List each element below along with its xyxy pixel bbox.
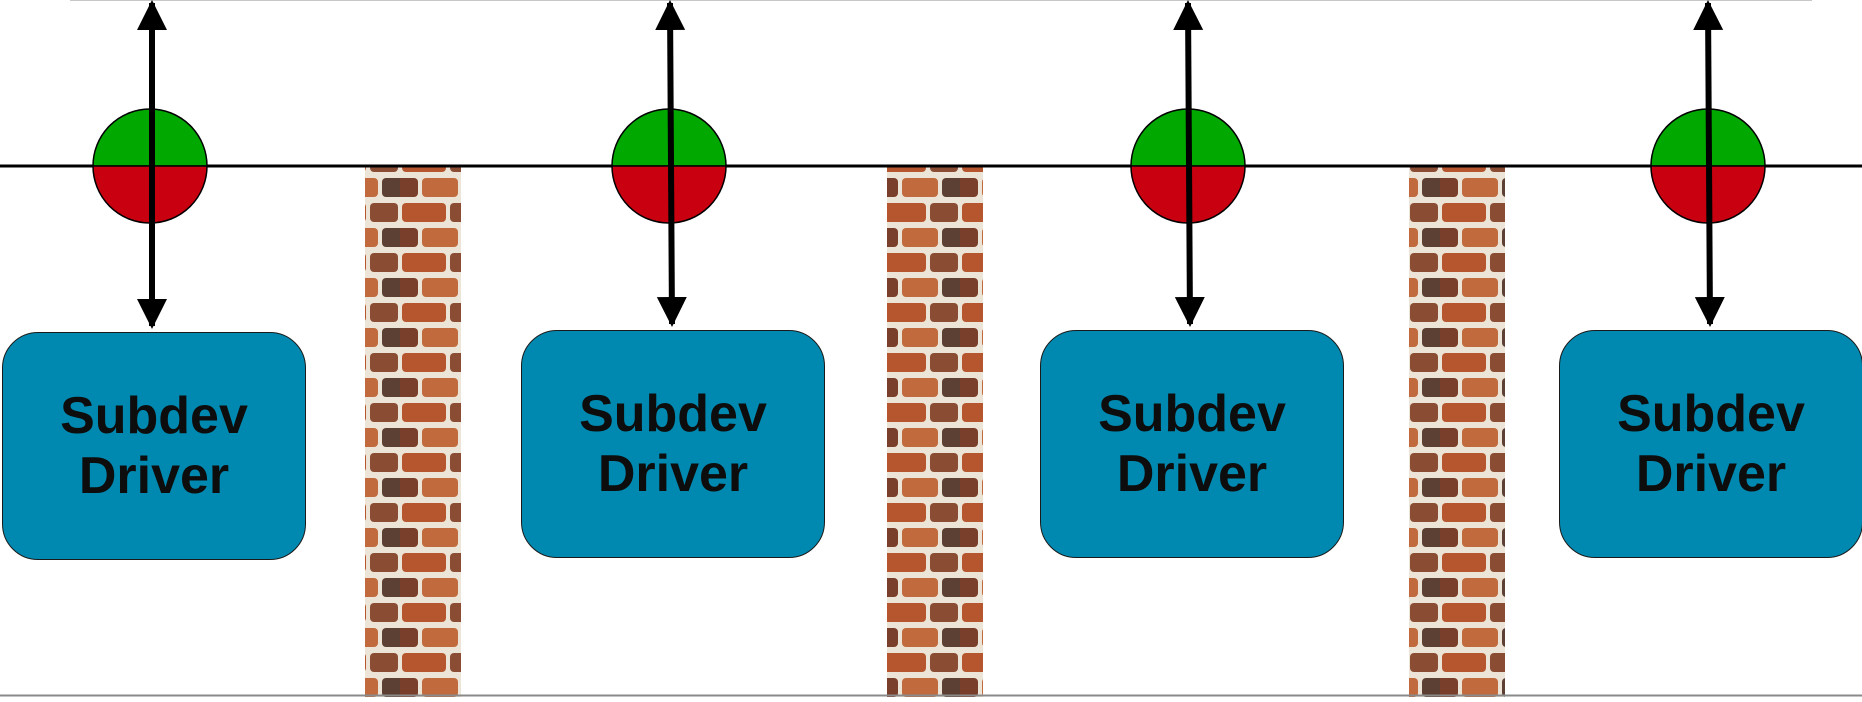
driver-label-line1: Subdev [579, 385, 767, 443]
driver-label-line2: Driver [1635, 445, 1787, 503]
driver-label-line2: Driver [1116, 445, 1268, 503]
driver-label-line1: Subdev [1098, 385, 1286, 443]
double-arrow-icon [655, 0, 687, 327]
driver-label-line2: Driver [597, 445, 749, 503]
brick-wall-icon [365, 167, 461, 697]
subdev-driver-box: Subdev Driver [2, 332, 306, 560]
double-arrow-icon [1173, 0, 1205, 327]
subdev-driver-box: Subdev Driver [521, 330, 825, 558]
double-arrow-icon [1693, 0, 1725, 327]
brick-wall-icon [887, 167, 983, 697]
driver-label-line1: Subdev [60, 387, 248, 445]
driver-label-line2: Driver [78, 447, 230, 505]
driver-label-line1: Subdev [1617, 385, 1805, 443]
brick-wall-icon [1409, 167, 1505, 697]
subdev-driver-box: Subdev Driver [1559, 330, 1862, 558]
subdev-driver-box: Subdev Driver [1040, 330, 1344, 558]
